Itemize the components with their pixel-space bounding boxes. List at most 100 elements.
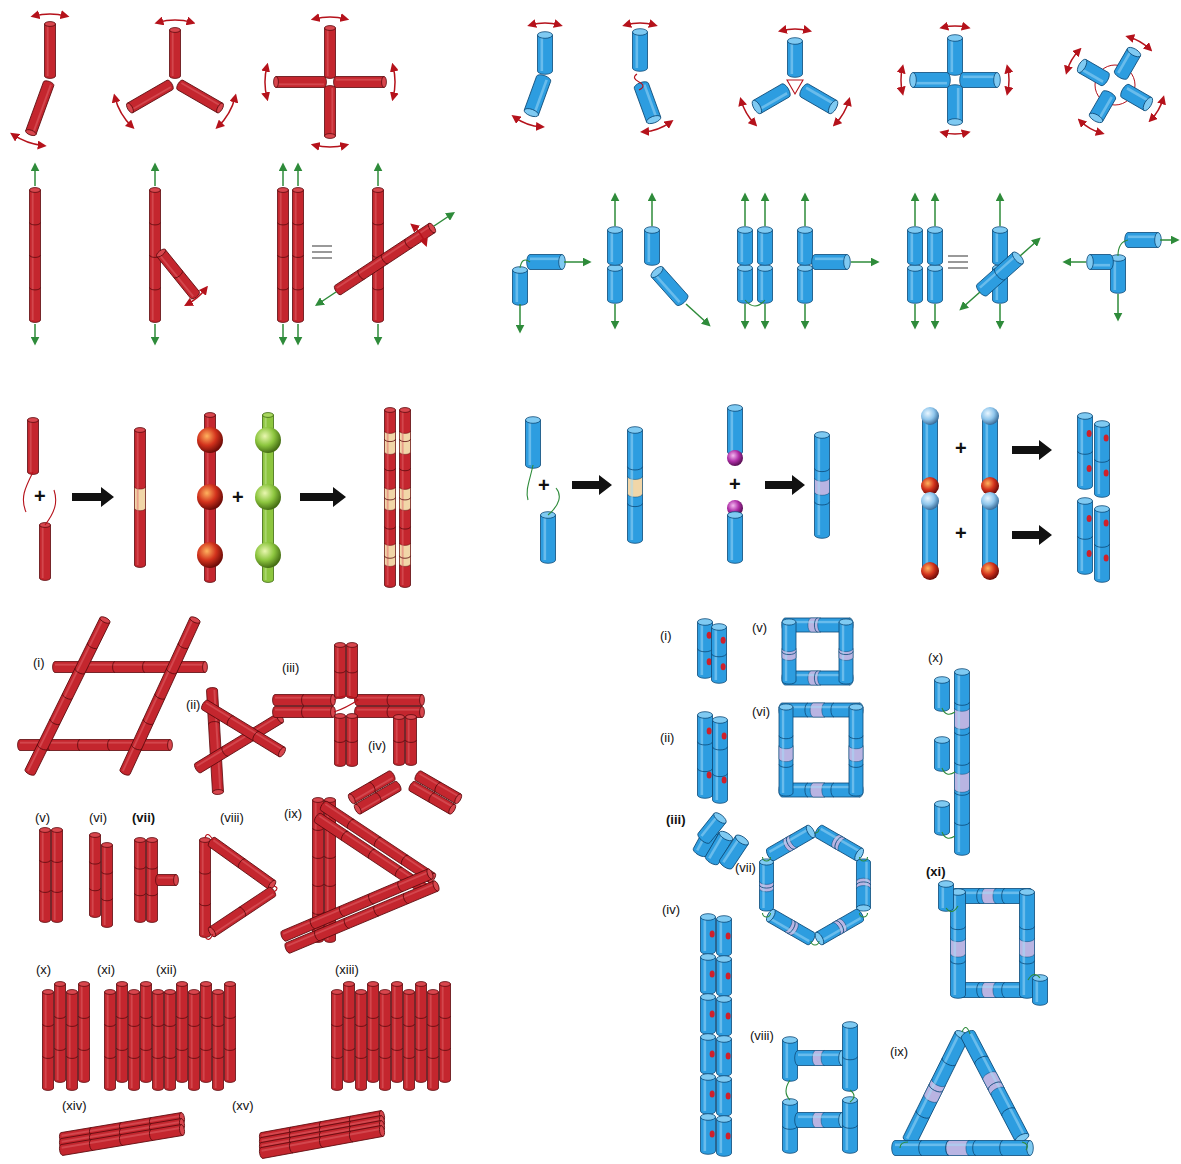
red-helix [259,1125,386,1159]
blue-helix [527,255,566,270]
panel-label: (x) [928,650,943,665]
blue-helix [765,908,817,946]
blue-helix [795,1113,846,1128]
linker-loop [763,857,771,861]
red-helix [334,77,387,88]
red-helix [153,990,164,1091]
reaction-arrow [1012,525,1052,545]
blue-helix [1078,498,1093,575]
blue-helix [717,916,732,957]
rotation-arrow [314,145,345,147]
blue-helix [975,250,1026,298]
sphere-domain [727,450,743,466]
blue-helix [608,227,623,266]
rotation-arrow [265,66,267,97]
linker-loop [787,80,803,94]
red-helix [213,990,224,1091]
blue-helix [649,265,690,308]
linker-loop [527,465,533,500]
linker-loop [859,913,867,917]
sphere-domain [981,492,999,510]
direction-arrow [764,304,766,326]
red-helix [25,80,55,137]
red-helix [170,28,181,79]
blue-helix [908,265,923,304]
blue-helix [783,1099,798,1154]
red-helix [368,982,379,1083]
blue-helix [935,677,950,712]
red-helix [200,838,211,938]
blue-helix [782,619,796,684]
blue-helix [798,265,813,304]
panel-label: (i) [33,655,45,670]
rotation-arrow [943,133,967,134]
red-helix [280,868,435,942]
red-helix [102,843,113,928]
panel-label: (iii) [282,660,299,675]
blue-helix [795,1051,846,1066]
red-helix [325,86,336,139]
linker-loop [745,300,765,306]
red-helix [347,643,358,699]
panel-label: (ii) [660,730,674,745]
direction-arrow [297,166,299,186]
blue-helix [908,227,923,266]
direction-arrow [1117,294,1119,318]
red-helix [79,982,90,1083]
direction-arrow [744,304,746,326]
direction-arrow [914,196,916,226]
blue-helix [1075,58,1111,87]
direction-arrow [434,214,452,226]
red-helix [156,875,179,886]
blue-helix [955,669,970,856]
blue-helix [1033,975,1048,1006]
linker-loop [205,834,277,939]
blue-helix [1095,506,1110,583]
blue-helix [523,73,552,118]
panel-label: (xiii) [335,962,359,977]
blue-helix [728,405,743,456]
rotation-arrow [115,97,132,127]
sphere-domain [197,542,223,568]
reaction-arrow [765,475,805,495]
direction-arrow [804,304,806,326]
direction-arrow [282,324,284,342]
red-helix [117,982,128,1083]
direction-arrow [914,304,916,326]
panel-label: (iii) [666,812,686,827]
blue-helix [948,35,963,76]
blue-helix [960,73,1001,88]
red-helix [24,615,111,776]
blue-helix [758,265,773,304]
blue-helix [928,265,943,304]
blue-helix [717,956,732,997]
blue-helix [1095,421,1110,498]
red-helix [356,990,367,1091]
direction-arrow [934,196,936,226]
blue-helix [849,704,863,796]
direction-arrow [614,304,616,326]
reaction-arrow [572,475,612,495]
drawing [13,14,1176,1159]
blue-helix [717,1076,732,1117]
rotation-arrow [13,135,43,146]
red-helix [404,990,415,1091]
equivalence-symbol [948,261,968,263]
panel-label: (vii) [735,860,756,875]
red-helix [392,982,403,1083]
plus-sign: + [955,438,967,458]
blue-helix [779,704,793,796]
red-helix [293,188,304,323]
linker-loop [946,906,1040,980]
plus-sign: + [34,486,46,506]
blue-helix [712,624,727,684]
red-helix [225,982,236,1083]
red-helix [28,418,39,475]
linker-loop [1118,240,1128,256]
red-helix [155,248,201,301]
panel-label: (vi) [752,704,770,719]
direction-arrow [851,261,876,263]
red-helix [55,982,66,1083]
blue-helix [608,265,623,304]
